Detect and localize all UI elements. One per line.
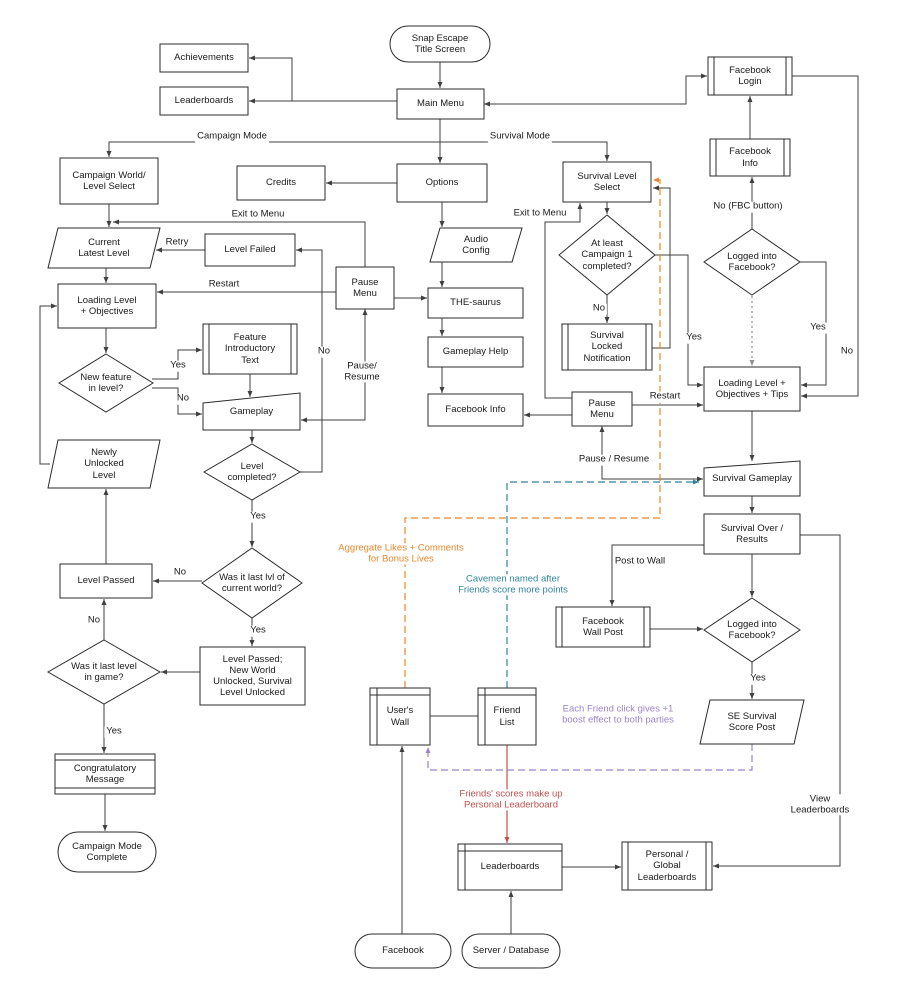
pause-menu-survival-shape [571, 391, 633, 427]
survival-over-results-shape [703, 513, 801, 555]
loading-level-tips-shape [703, 366, 801, 412]
personal-global-leaderboards-shape [621, 841, 713, 891]
se-survival-score-post-shape [699, 699, 805, 745]
pause-menu-campaign-shape [335, 266, 395, 310]
edge-level-completed-no [296, 247, 323, 473]
users-wall-shape [369, 687, 431, 746]
facebook-wall-post-shape [555, 606, 651, 648]
edge-cavemen-note-line [506, 479, 699, 688]
edge-aggregate-likes-note-line [404, 177, 661, 688]
edge-main-menu-to-achievements [249, 55, 397, 102]
feature-intro-text-shape [202, 323, 298, 375]
edge-main-menu-facebook-login [484, 73, 707, 107]
edge-survival-pause-resume [599, 426, 703, 482]
congratulatory-message-shape [54, 753, 156, 795]
leaderboards-top-shape [159, 86, 249, 116]
campaign1-check-shape [558, 214, 656, 296]
leaderboards-bottom-shape [457, 843, 563, 891]
gameplay-help-shape [427, 336, 524, 368]
campaign-world-select-shape [59, 157, 159, 205]
facebook-info-top-shape [709, 138, 791, 177]
edge-fb-check-yes-path [800, 261, 827, 388]
edge-view-leaderboards-path [713, 534, 841, 869]
edge-friend-click-boost-line [425, 744, 753, 771]
level-failed-shape [204, 233, 296, 267]
survival-gameplay-shape [703, 460, 801, 497]
edge-pause-exit-to-menu [113, 219, 366, 267]
campaign-mode-complete-shape [57, 831, 157, 873]
fb-check-1-shape [703, 228, 801, 296]
level-passed-shape [59, 563, 153, 599]
loading-level-objectives-shape [57, 283, 157, 329]
survival-locked-shape [561, 323, 653, 371]
main-menu-shape [396, 88, 485, 120]
credits-shape [236, 165, 326, 201]
last-lvl-world-check-shape [201, 547, 303, 619]
facebook-bottom-shape [354, 933, 452, 969]
options-shape [396, 163, 488, 203]
survival-level-select-shape [562, 161, 652, 203]
edge-facebook-login-return [792, 75, 859, 399]
facebook-info-mid-shape [427, 393, 524, 427]
edge-gameplay-pause-resume [301, 309, 368, 423]
audio-config-shape [429, 227, 523, 263]
thesaurus-shape [427, 287, 524, 319]
edge-results-post-to-wall [609, 544, 704, 606]
title-screen-shape [389, 25, 491, 63]
level-completed-check-shape [203, 443, 301, 501]
edge-campaign1-yes [655, 254, 703, 388]
edge-branch-to-survival-select [440, 141, 610, 161]
server-database-shape [461, 933, 561, 969]
new-feature-check-shape [58, 353, 154, 413]
edge-locked-to-survival-select [652, 185, 671, 349]
edge-branch-to-campaign-world [106, 141, 440, 157]
fb-check-2-shape [703, 597, 801, 663]
newly-unlocked-level-shape [47, 439, 161, 489]
edge-survival-pause-exit [544, 203, 583, 399]
gameplay-shape [202, 392, 301, 431]
achievements-shape [159, 43, 249, 73]
level-passed-new-world-shape [199, 646, 306, 706]
edge-new-feature-no [152, 387, 202, 417]
edge-new-feature-yes [152, 347, 202, 380]
friend-list-shape [477, 687, 537, 746]
current-latest-level-shape [47, 227, 161, 269]
facebook-login-shape [707, 56, 793, 96]
last-level-game-check-shape [46, 639, 162, 705]
edge-newly-unlocked-to-loading [39, 303, 57, 465]
